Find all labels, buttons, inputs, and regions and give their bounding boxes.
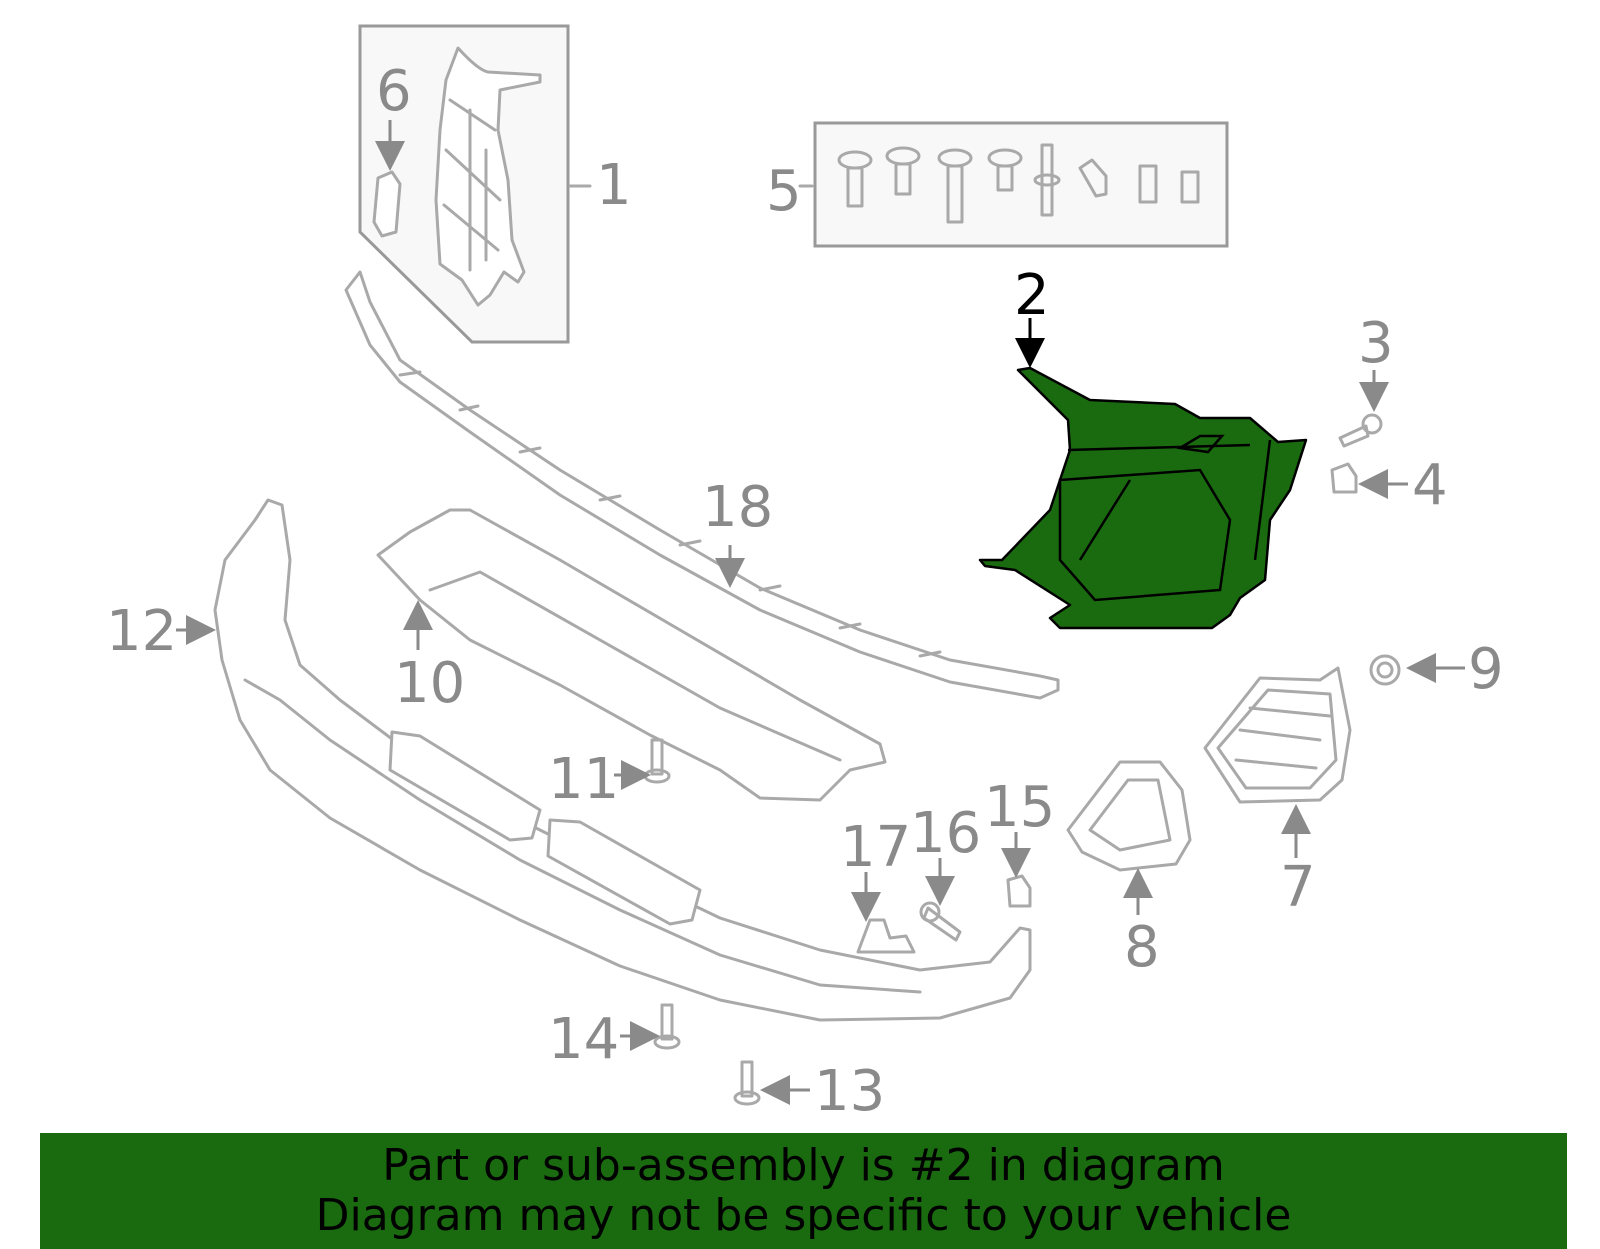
part-5-hardware-kit xyxy=(798,121,1229,248)
part-18-strip xyxy=(344,270,1060,700)
callout-15: 15 xyxy=(984,775,1055,840)
callout-18: 18 xyxy=(702,475,773,540)
callout-7: 7 xyxy=(1280,855,1316,920)
part-1-assembly xyxy=(358,24,592,344)
callout-17: 17 xyxy=(840,815,911,880)
callout-10: 10 xyxy=(394,651,465,716)
callout-1: 1 xyxy=(596,153,632,218)
part-10-shield xyxy=(376,508,887,802)
callout-6: 6 xyxy=(376,59,412,124)
part-17-bracket xyxy=(856,918,916,954)
leader-lines xyxy=(176,120,1465,1105)
callout-13: 13 xyxy=(814,1059,885,1124)
part-11-bolt xyxy=(643,738,671,784)
callout-2: 2 xyxy=(1014,263,1050,328)
part-4-clip xyxy=(1330,462,1358,494)
part-8-bezel xyxy=(1066,760,1192,872)
callout-12: 12 xyxy=(106,599,177,664)
callout-16: 16 xyxy=(910,801,981,866)
callout-14: 14 xyxy=(548,1007,619,1072)
part-12-lower-bumper xyxy=(213,498,1032,1022)
callout-3: 3 xyxy=(1358,311,1394,376)
part-14-bolt xyxy=(653,1003,681,1050)
callout-9: 9 xyxy=(1468,637,1504,702)
part-13-bolt xyxy=(733,1060,761,1106)
part-3-screw xyxy=(1338,413,1383,448)
banner-line-part: Part or sub-assembly is #2 in diagram xyxy=(382,1140,1225,1191)
part-15-clip xyxy=(1006,874,1032,908)
part-7-grille xyxy=(1203,666,1352,804)
callout-8: 8 xyxy=(1124,915,1160,980)
part-9-nut xyxy=(1369,654,1401,686)
part-16-bolt xyxy=(919,901,962,942)
callout-11: 11 xyxy=(548,747,619,812)
callout-5: 5 xyxy=(766,159,802,224)
callout-4: 4 xyxy=(1412,453,1448,518)
banner-line-disclaimer: Diagram may not be specific to your vehi… xyxy=(315,1190,1292,1241)
info-banner: Part or sub-assembly is #2 in diagram Di… xyxy=(40,1133,1567,1249)
part-2-highlighted xyxy=(978,366,1308,630)
